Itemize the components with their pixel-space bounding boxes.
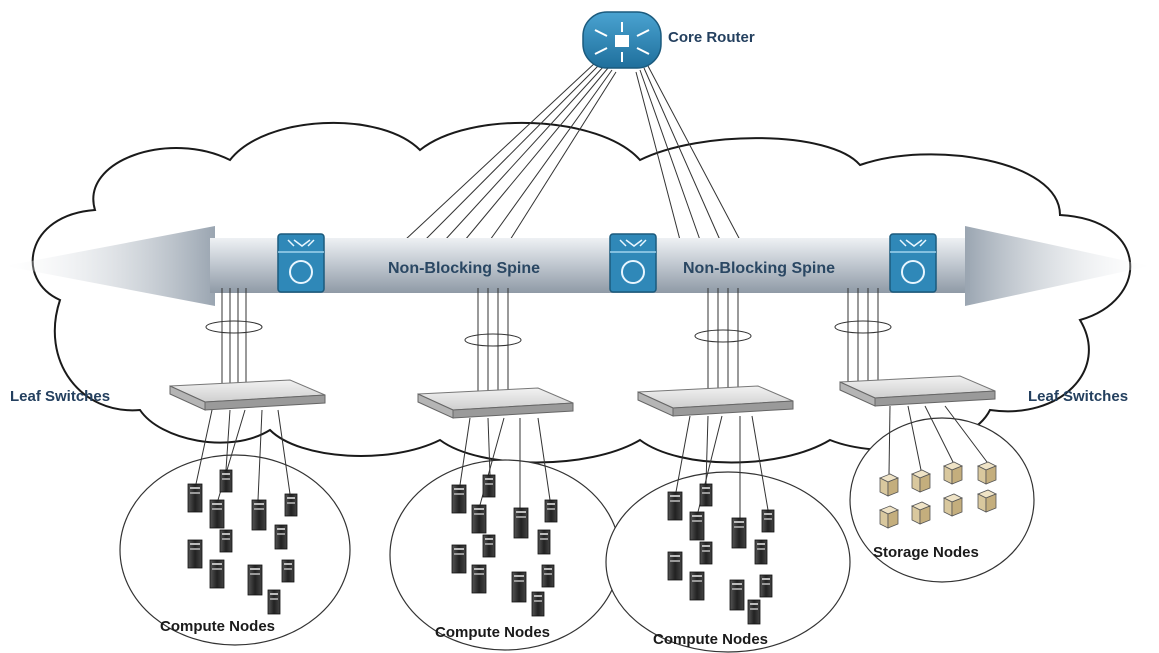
server-icon	[537, 529, 551, 555]
spine-switch-2	[609, 233, 657, 293]
server-icon	[274, 524, 288, 550]
server-icon	[267, 589, 281, 615]
core-router-icon	[582, 11, 662, 69]
server-icon	[187, 483, 203, 513]
storage-icon	[977, 489, 997, 513]
core-uplinks	[404, 61, 741, 241]
storage-icon	[943, 493, 963, 517]
server-icon	[699, 483, 713, 507]
server-icon	[747, 599, 761, 625]
storage-nodes-group	[849, 417, 1035, 583]
server-icon	[209, 499, 225, 529]
server-icon	[513, 507, 529, 539]
compute-nodes-group-3	[605, 471, 851, 653]
server-icon	[187, 539, 203, 569]
storage-icon	[943, 461, 963, 485]
server-icon	[699, 541, 713, 565]
leaf-switch-3	[637, 385, 794, 417]
server-icon	[541, 564, 555, 588]
leaf-switch-1	[169, 379, 326, 411]
server-icon	[754, 539, 768, 565]
server-icon	[689, 571, 705, 601]
server-icon	[667, 551, 683, 581]
storage-icon	[911, 469, 931, 493]
compute-nodes-label-1: Compute Nodes	[160, 618, 275, 635]
spine-label-1: Non-Blocking Spine	[388, 260, 540, 277]
spine-switch-1	[277, 233, 325, 293]
server-icon	[667, 491, 683, 521]
core-router-label: Core Router	[668, 29, 755, 46]
server-icon	[219, 469, 233, 493]
server-icon	[731, 517, 747, 549]
server-icon	[284, 493, 298, 517]
server-icon	[482, 534, 496, 558]
compute-nodes-group-2	[389, 459, 621, 651]
spine-switch-3	[889, 233, 937, 293]
server-icon	[451, 544, 467, 574]
server-icon	[251, 499, 267, 531]
server-icon	[729, 579, 745, 611]
compute-nodes-group-1	[119, 454, 351, 646]
server-icon	[531, 591, 545, 617]
server-icon	[759, 574, 773, 598]
server-icon	[471, 504, 487, 534]
compute-nodes-label-2: Compute Nodes	[435, 624, 550, 641]
leaf-switches-label-right: Leaf Switches	[1028, 388, 1128, 405]
server-icon	[544, 499, 558, 523]
storage-icon	[977, 461, 997, 485]
leaf-uplink-bundles	[205, 288, 892, 395]
server-icon	[689, 511, 705, 541]
storage-icon	[879, 505, 899, 529]
storage-icon	[911, 501, 931, 525]
server-icon	[761, 509, 775, 533]
server-icon	[219, 529, 233, 553]
spine-label-2: Non-Blocking Spine	[683, 260, 835, 277]
leaf-switch-2	[417, 387, 574, 419]
storage-icon	[879, 473, 899, 497]
spine-band	[5, 226, 1150, 306]
server-icon	[471, 564, 487, 594]
server-icon	[482, 474, 496, 498]
server-icon	[511, 571, 527, 603]
leaf-switch-4	[839, 375, 996, 407]
server-icon	[209, 559, 225, 589]
node-icons	[187, 461, 997, 625]
server-icon	[451, 484, 467, 514]
leaf-switches-label-left: Leaf Switches	[10, 388, 110, 405]
compute-nodes-label-3: Compute Nodes	[653, 631, 768, 648]
server-icon	[281, 559, 295, 583]
storage-nodes-label: Storage Nodes	[873, 544, 979, 561]
server-icon	[247, 564, 263, 596]
